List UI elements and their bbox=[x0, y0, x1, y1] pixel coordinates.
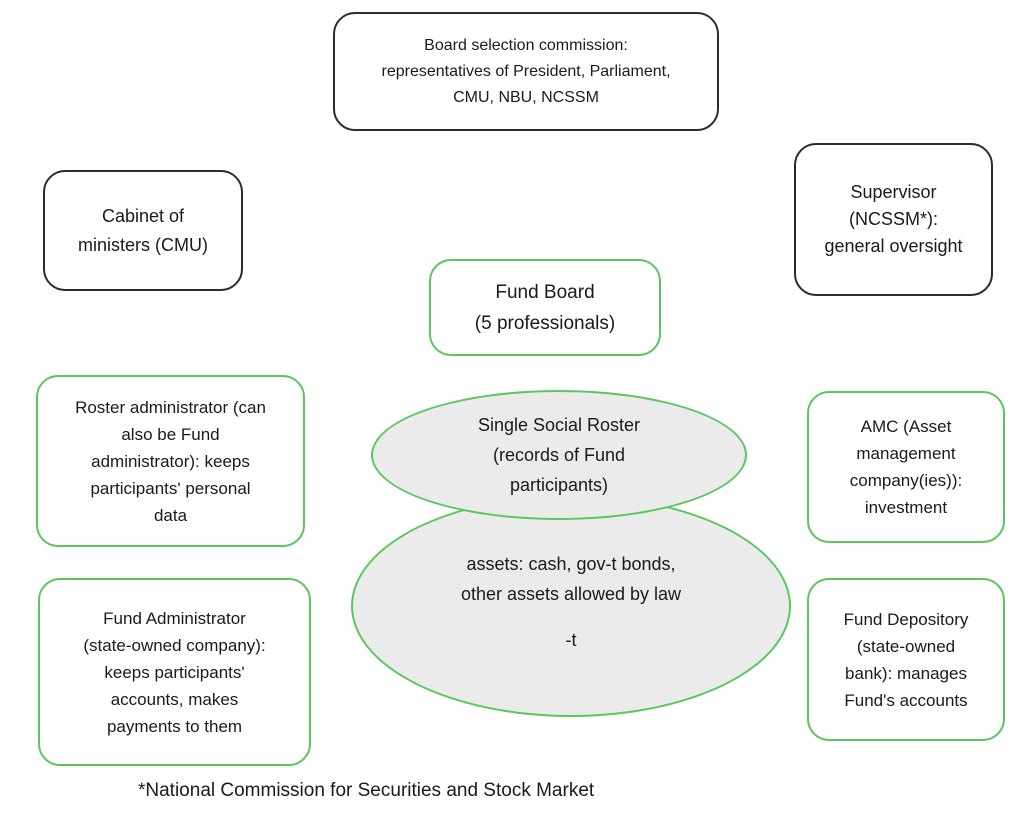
amc-line-2: management bbox=[856, 444, 956, 463]
amc-line-3: company(ies)): bbox=[849, 471, 963, 490]
depository-line-2: (state-owned bbox=[856, 636, 956, 656]
roster-admin-line-4: participants' personal bbox=[90, 478, 251, 498]
roster-line-3: participants) bbox=[509, 475, 609, 495]
fund-admin-line-4: accounts, makes bbox=[110, 689, 239, 709]
assets-suffix: -t bbox=[565, 630, 577, 650]
assets-line-2: other assets allowed by law bbox=[460, 584, 682, 604]
supervisor-box: Supervisor (NCSSM*): general oversight bbox=[794, 143, 993, 296]
assets-line-1: assets: cash, gov-t bonds, bbox=[466, 554, 676, 574]
supervisor-line-2: (NCSSM*): bbox=[849, 209, 938, 229]
cabinet-of-ministers-box: Cabinet of ministers (CMU) bbox=[43, 170, 243, 291]
commission-line-3: CMU, NBU, NCSSM bbox=[453, 88, 599, 106]
roster-administrator-box: Roster administrator (can also be Fund a… bbox=[36, 375, 305, 547]
roster-admin-line-2: also be Fund bbox=[121, 424, 220, 444]
fund-board-line-2: (5 professionals) bbox=[474, 312, 616, 334]
fund-assets-ellipse: assets: cash, gov-t bonds, other assets … bbox=[351, 495, 791, 717]
roster-line-2: (records of Fund bbox=[492, 445, 626, 465]
depository-line-4: Fund's accounts bbox=[844, 690, 968, 710]
supervisor-line-1: Supervisor bbox=[850, 182, 937, 202]
single-social-roster-ellipse: Single Social Roster (records of Fund pa… bbox=[371, 390, 747, 520]
fund-depository-box: Fund Depository (state-owned bank): mana… bbox=[807, 578, 1005, 741]
depository-line-3: bank): manages bbox=[845, 663, 967, 683]
fund-administrator-box: Fund Administrator (state-owned company)… bbox=[38, 578, 311, 766]
amc-line-1: AMC (Asset bbox=[860, 417, 952, 436]
fund-admin-line-5: payments to them bbox=[106, 716, 243, 736]
amc-line-4: investment bbox=[864, 498, 948, 517]
board-selection-commission-box: Board selection commission: representati… bbox=[333, 12, 719, 131]
depository-line-1: Fund Depository bbox=[843, 609, 969, 629]
roster-admin-line-5: data bbox=[153, 505, 188, 525]
cabinet-line-2: ministers (CMU) bbox=[78, 234, 208, 255]
amc-box: AMC (Asset management company(ies)): inv… bbox=[807, 391, 1005, 543]
fund-board-box: Fund Board (5 professionals) bbox=[429, 259, 661, 356]
roster-line-1: Single Social Roster bbox=[477, 415, 641, 435]
commission-line-2: representatives of President, Parliament… bbox=[381, 62, 671, 80]
fund-admin-line-2: (state-owned company): bbox=[83, 635, 266, 655]
roster-admin-line-1: Roster administrator (can bbox=[75, 397, 266, 417]
fund-admin-line-3: keeps participants' bbox=[104, 662, 245, 682]
roster-admin-line-3: administrator): keeps bbox=[91, 451, 250, 471]
fund-board-line-1: Fund Board bbox=[495, 281, 595, 303]
footnote: *National Commission for Securities and … bbox=[138, 780, 595, 801]
cabinet-line-1: Cabinet of bbox=[101, 205, 185, 226]
commission-line-1: Board selection commission: bbox=[424, 36, 628, 54]
fund-admin-line-1: Fund Administrator bbox=[103, 608, 246, 628]
supervisor-line-3: general oversight bbox=[824, 236, 963, 256]
